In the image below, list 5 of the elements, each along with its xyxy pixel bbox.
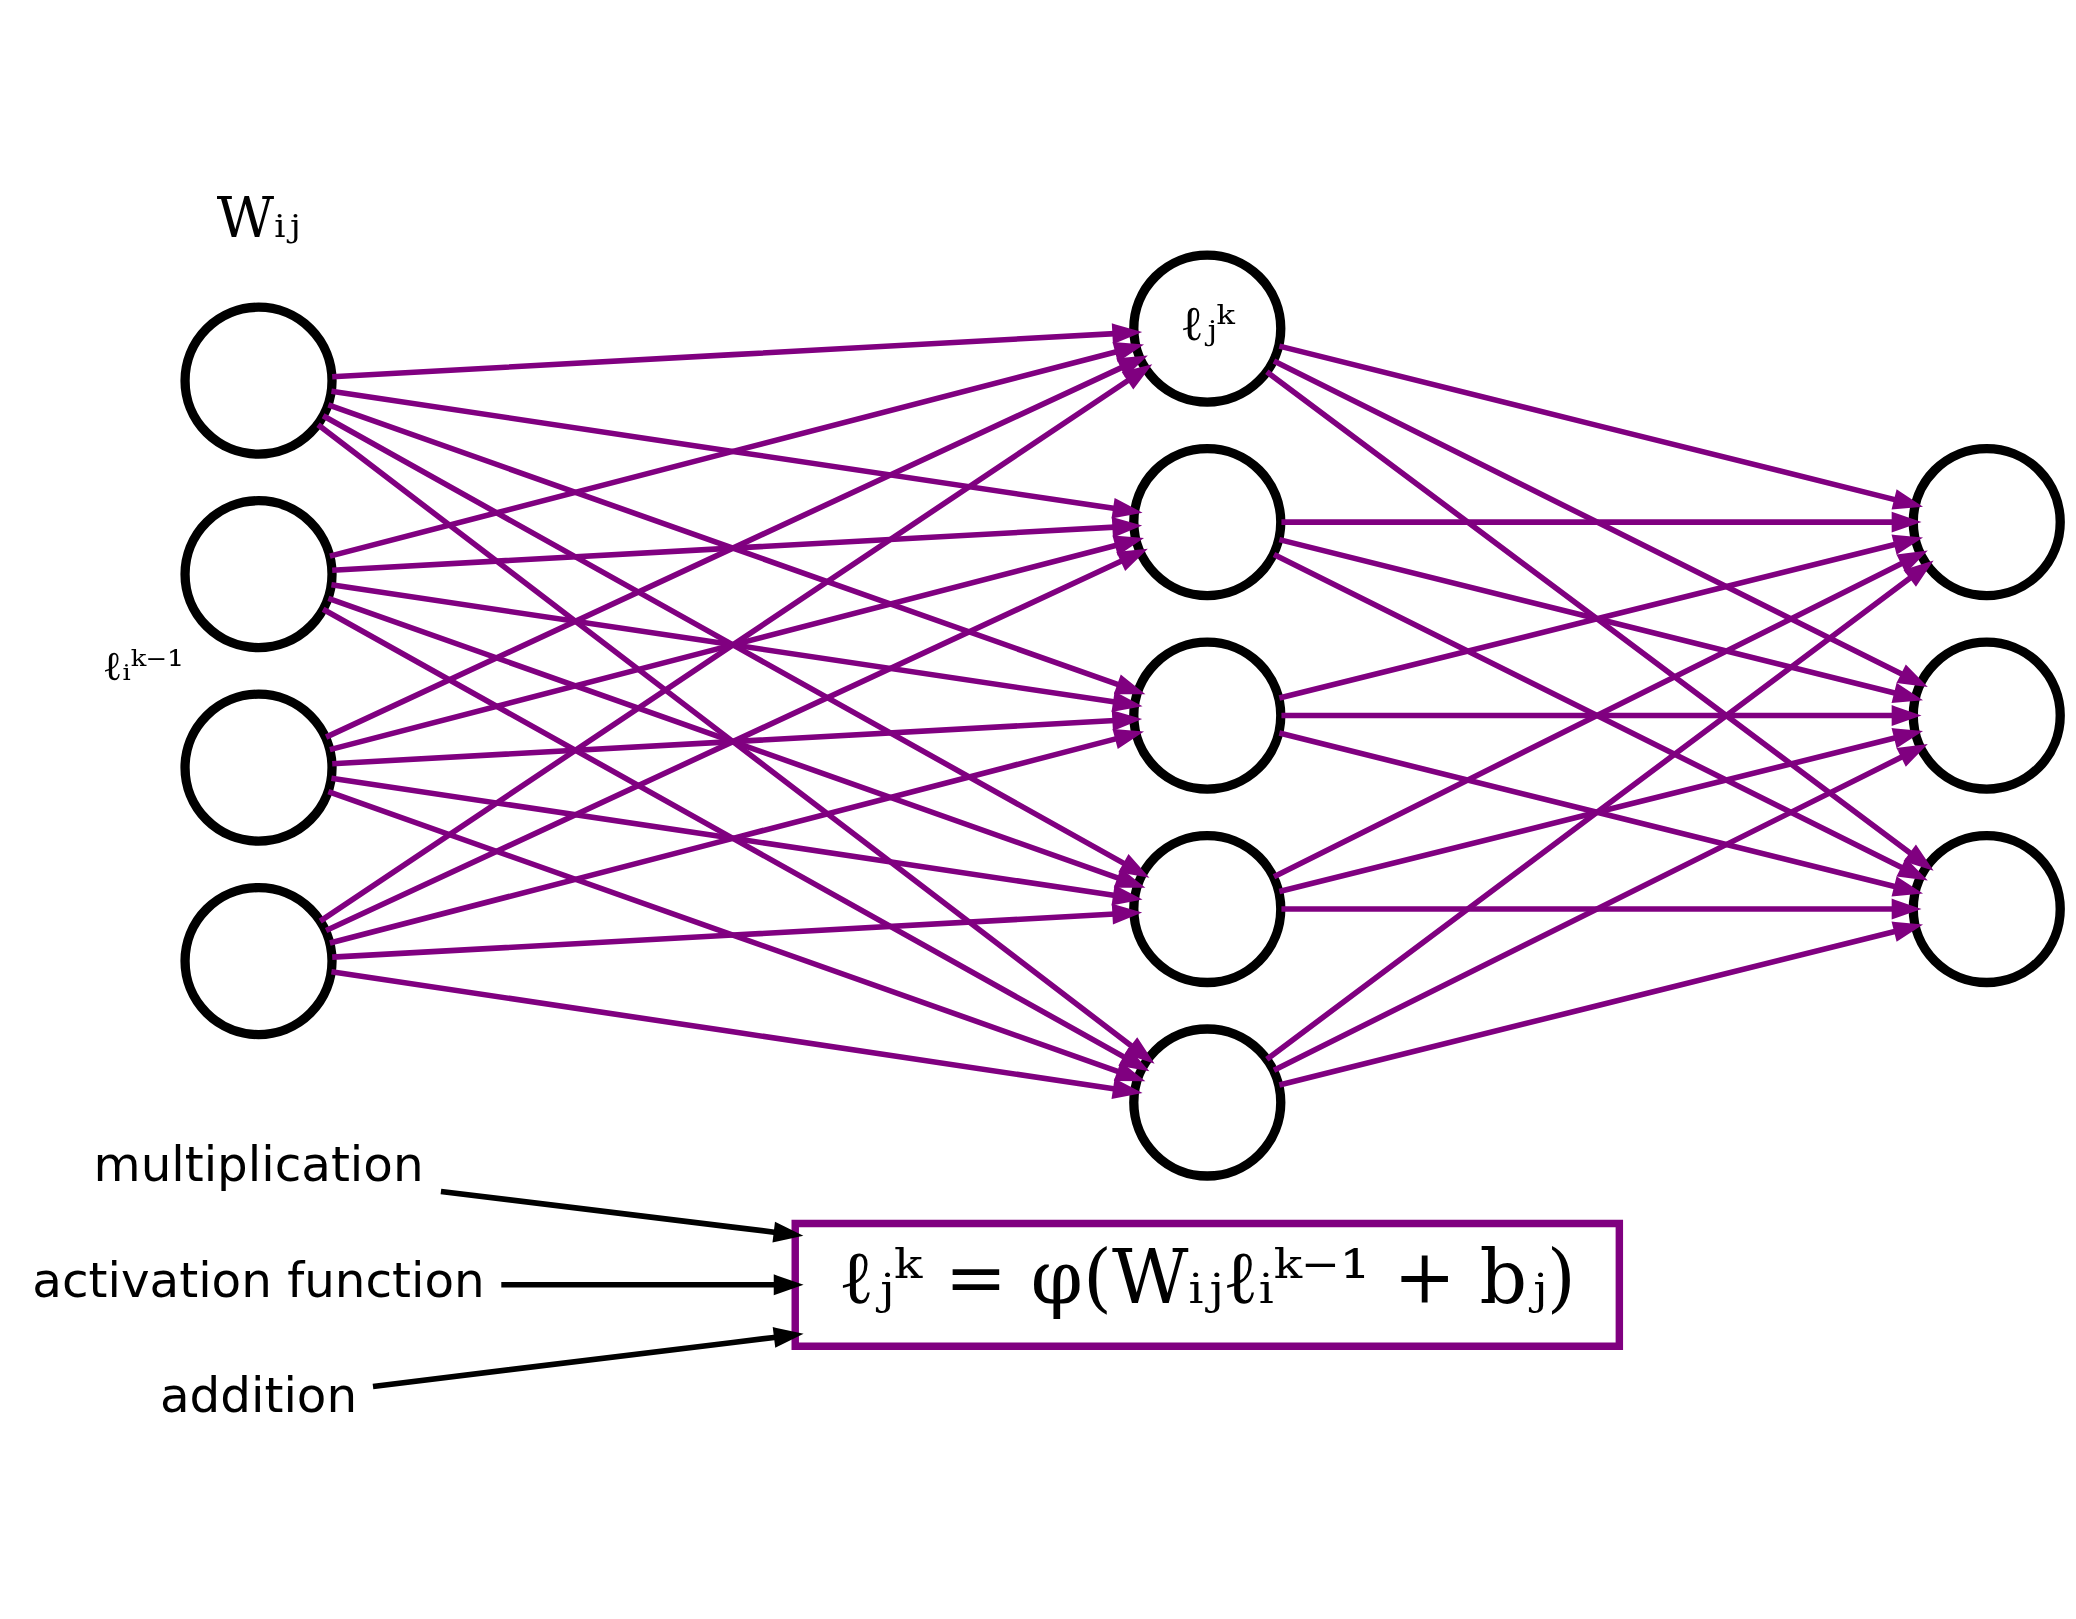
node-text: addition (159, 1366, 358, 1423)
node-text: activation function (32, 1251, 485, 1308)
node-label: ℓᵢᵏ⁻¹ (102, 642, 184, 691)
node-text: multiplication (93, 1136, 424, 1193)
label: Wᵢⱼ (216, 184, 301, 250)
